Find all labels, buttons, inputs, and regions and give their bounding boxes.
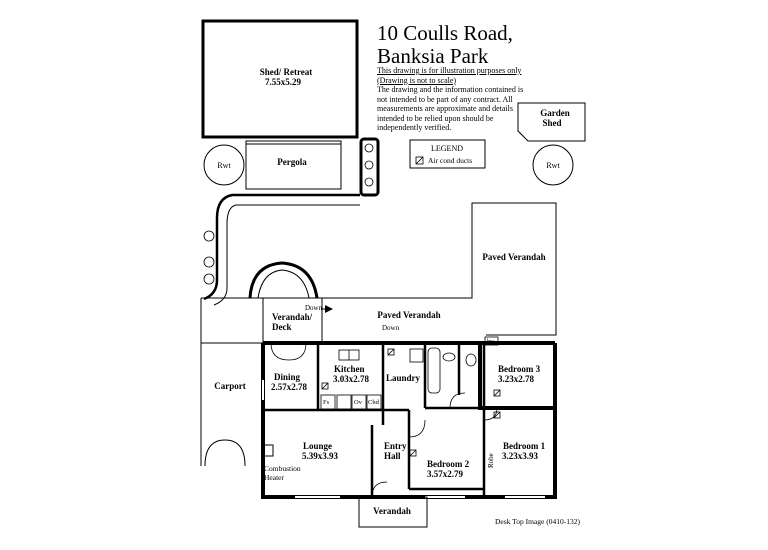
bedroom3-dim: 3.23x2.78 (498, 374, 535, 384)
title-line-1: 10 Coulls Road, (377, 21, 513, 45)
bedroom1-label: Bedroom 1 (503, 441, 546, 451)
laundry-tub (409, 348, 424, 363)
rainwater-tank-left (203, 144, 245, 186)
bedroom2-label: Bedroom 2 (427, 459, 470, 469)
toilet (465, 353, 477, 367)
gazebo (248, 261, 319, 299)
front-verandah-label: Verandah (373, 506, 411, 516)
fence-curve (203, 193, 360, 301)
fs-label: Fs (323, 399, 330, 406)
ov-label: Ov (354, 399, 363, 406)
kitchen-dim: 3.03x2.78 (333, 374, 370, 384)
shed-retreat (201, 19, 359, 139)
pergola (245, 140, 342, 190)
fridge-space (320, 394, 336, 410)
carport-label: Carport (214, 381, 246, 391)
down-arrow-icon (325, 305, 333, 313)
bedroom2-dim: 3.57x2.79 (427, 469, 464, 479)
verandah-deck-label-1: Verandah/ (272, 312, 313, 322)
hw-label: hw (487, 339, 495, 345)
combustion-label-2: Heater (264, 473, 284, 482)
disclaimer-line-2: (Drawing is not to scale) (377, 75, 457, 85)
door (371, 481, 388, 498)
shed-label: Shed/ Retreat (260, 67, 313, 77)
bedroom1-dim: 3.23x3.93 (502, 451, 539, 461)
dining-dim: 2.57x2.78 (271, 382, 308, 392)
cooktop (336, 394, 352, 410)
combustion-label-1: Combustion (264, 464, 301, 473)
door (449, 392, 466, 409)
property-title: 10 Coulls Road, Banksia Park (377, 22, 513, 68)
garden-shed-label-2: Shed (542, 118, 561, 128)
down-label-2: Down (382, 324, 400, 332)
legend-box (409, 139, 486, 169)
entry-label-2: Hall (384, 451, 401, 461)
title-line-2: Banksia Park (377, 44, 489, 68)
verandah-outline (201, 202, 557, 336)
legend-item: Air cond ducts (428, 156, 472, 165)
door (408, 419, 426, 438)
duct-icon (415, 156, 424, 165)
lounge-label: Lounge (303, 441, 332, 451)
rainwater-tank-right (532, 144, 574, 186)
kitchen-label: Kitchen (334, 364, 365, 374)
garden-shed-label-1: Garden (540, 108, 570, 118)
chd-label: Chd (368, 399, 380, 406)
carport-gate (204, 439, 246, 467)
laundry-label: Laundry (386, 373, 421, 383)
plant-icon (364, 143, 374, 187)
garden-bed (359, 137, 380, 197)
air-cond-duct-icons (321, 348, 501, 457)
hot-water (484, 336, 499, 346)
pergola-label: Pergola (277, 157, 307, 167)
door (270, 342, 307, 361)
disclaimer-line-1: This drawing is for illustration purpose… (377, 66, 522, 75)
down-label-1: Down (305, 304, 323, 312)
robe-label: Robe (487, 453, 495, 468)
disclaimer: This drawing is for illustration purpose… (377, 66, 527, 133)
shrub-icon (203, 230, 215, 285)
lounge-dim: 5.39x3.93 (302, 451, 339, 461)
rwt-right-label: Rwt (546, 161, 560, 170)
vanity-basin (442, 352, 456, 362)
combustion-heater (263, 444, 274, 457)
bedroom3-label: Bedroom 3 (498, 364, 541, 374)
garden-shed (517, 102, 586, 142)
footer-caption: Desk Top Image (0410-132) (495, 517, 580, 526)
paved-verandah-top-label: Paved Verandah (482, 252, 545, 262)
entry-label-1: Entry (384, 441, 407, 451)
front-verandah (358, 496, 428, 528)
windows (262, 380, 545, 498)
oven (351, 394, 367, 410)
paved-verandah-label: Paved Verandah (377, 310, 440, 320)
internal-walls (263, 343, 555, 497)
rwt-left-label: Rwt (217, 161, 231, 170)
verandah-deck-label-2: Deck (272, 322, 292, 332)
dining-label: Dining (274, 372, 301, 382)
bath (427, 347, 441, 394)
shed-dim: 7.55x5.29 (265, 77, 302, 87)
cupboard (366, 394, 382, 410)
disclaimer-body: The drawing and the information containe… (377, 85, 524, 132)
legend-heading: LEGEND (431, 144, 463, 153)
